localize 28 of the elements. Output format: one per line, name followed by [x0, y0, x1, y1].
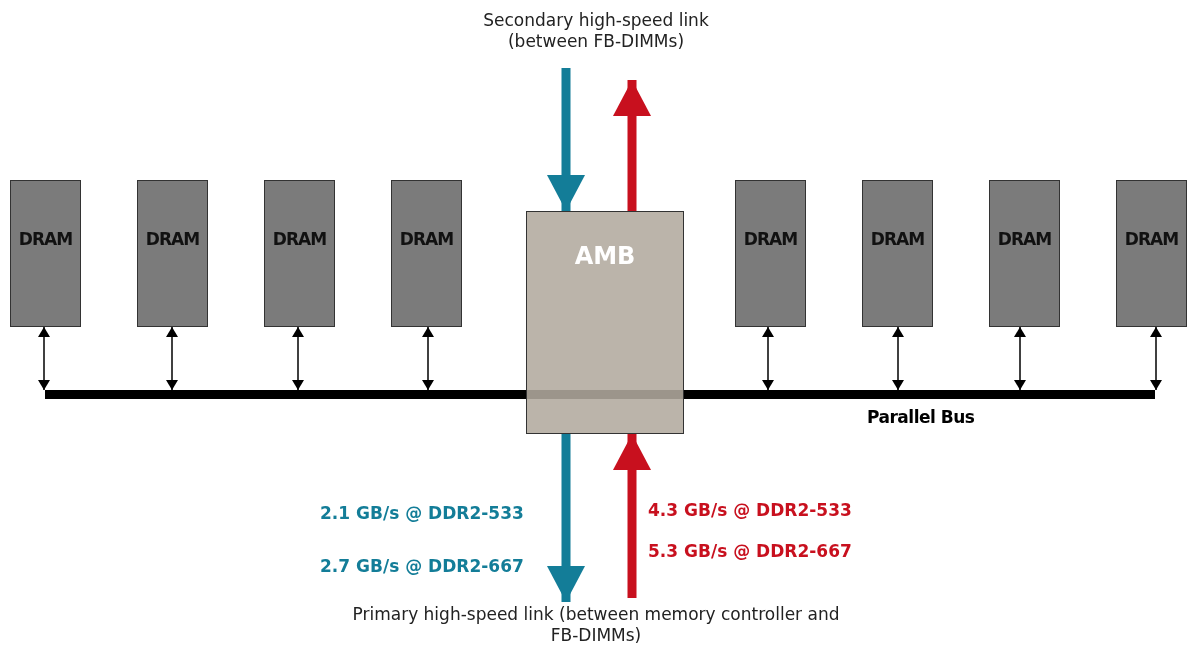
bus-arrow	[38, 326, 50, 391]
bandwidth-label: 5.3 GB/s @ DDR2-667	[648, 541, 852, 561]
dram-chip: DRAM	[10, 180, 81, 327]
bus-arrow	[762, 326, 774, 391]
dram-chip: DRAM	[137, 180, 208, 327]
bandwidth-label: 4.3 GB/s @ DDR2-533	[648, 500, 852, 520]
link-arrow	[547, 68, 585, 211]
bus-arrow	[1014, 326, 1026, 391]
link-caption: Primary high-speed link (between memory controller and FB-DIMMs)	[351, 604, 841, 646]
dram-chip: DRAM	[989, 180, 1060, 327]
link-arrow	[613, 434, 651, 598]
dram-chip: DRAM	[735, 180, 806, 327]
bandwidth-label: 2.1 GB/s @ DDR2-533	[320, 503, 524, 523]
bus-arrow	[422, 326, 434, 391]
bus-arrow	[892, 326, 904, 391]
bus-label: Parallel Bus	[867, 407, 975, 427]
link-arrow	[547, 434, 585, 602]
dram-chip: DRAM	[1116, 180, 1187, 327]
link-caption: Secondary high-speed link (between FB-DIMMs)	[482, 10, 710, 52]
bus-arrow	[166, 326, 178, 391]
bus-arrow	[292, 326, 304, 391]
amb-chip: AMB	[526, 211, 684, 434]
bus-arrow	[1150, 326, 1162, 391]
link-arrow	[613, 80, 651, 211]
dram-chip: DRAM	[264, 180, 335, 327]
bandwidth-label: 2.7 GB/s @ DDR2-667	[320, 556, 524, 576]
dram-chip: DRAM	[862, 180, 933, 327]
dram-chip: DRAM	[391, 180, 462, 327]
